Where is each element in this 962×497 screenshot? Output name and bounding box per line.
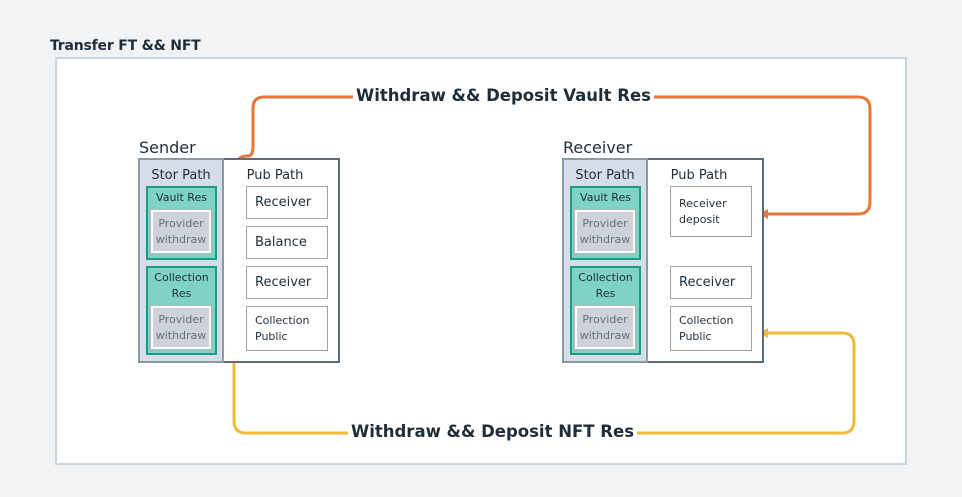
sender-vault-res-label: Vault Res	[156, 191, 207, 204]
receiver-label: Receiver	[563, 138, 633, 157]
sender-pub-receiver: Receiver	[246, 186, 328, 219]
receiver-pub-collection-public: Collection Public	[670, 306, 752, 351]
nft-flow-label: Withdraw && Deposit NFT Res	[348, 422, 638, 441]
ft-flow-label: Withdraw && Deposit Vault Res	[353, 86, 654, 105]
receiver-collection-res-label: Collection Res	[578, 271, 633, 300]
receiver-pub-receiver-deposit: Receiver deposit	[670, 186, 752, 237]
receiver-vault-res-label: Vault Res	[580, 191, 631, 204]
receiver-stor-path-heading: Stor Path	[575, 168, 635, 183]
sender-collection-res-label: Collection Res	[154, 271, 209, 300]
receiver-pub-receiver: Receiver	[670, 266, 752, 299]
sender-collection-provider: Provider withdraw	[150, 305, 212, 350]
receiver-vault-provider: Provider withdraw	[574, 209, 636, 254]
sender-vault-provider: Provider withdraw	[150, 209, 212, 254]
sender-pub-path-heading: Pub Path	[246, 168, 304, 183]
sender-pub-balance: Balance	[246, 226, 328, 259]
sender-pub-receiver-nft: Receiver	[246, 266, 328, 299]
sender-label: Sender	[139, 138, 196, 157]
diagram-title: Transfer FT && NFT	[50, 38, 201, 54]
sender-stor-path-heading: Stor Path	[151, 168, 211, 183]
receiver-collection-provider: Provider withdraw	[574, 305, 636, 350]
sender-pub-collection-public: Collection Public	[246, 306, 328, 351]
receiver-pub-path-heading: Pub Path	[670, 168, 728, 183]
